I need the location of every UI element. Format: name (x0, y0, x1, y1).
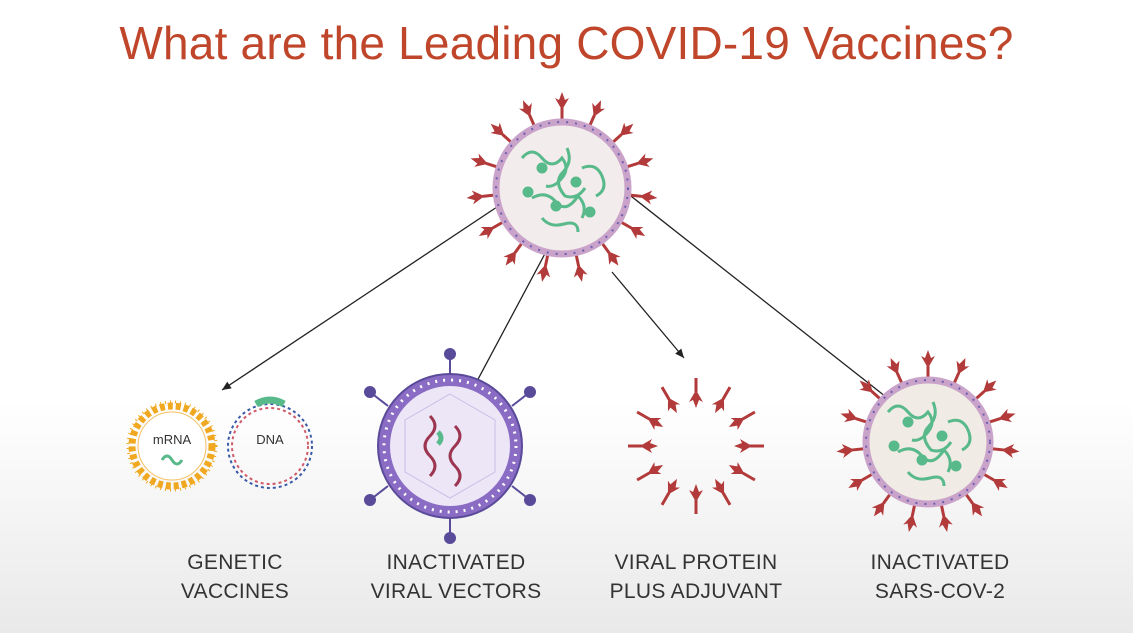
mrna-label: mRNA (153, 432, 192, 447)
spike-protein-ring-icon (626, 376, 766, 516)
caption-line: INACTIVATED (386, 551, 526, 574)
caption-inactivated-viral-vectors: INACTIVATED VIRAL VECTORS (336, 548, 576, 606)
caption-genetic-vaccines: GENETIC VACCINES (115, 548, 355, 606)
arrow-to-protein (611, 271, 685, 359)
inactivated-virus-icon (834, 348, 1022, 535)
coronavirus-icon (464, 90, 660, 285)
caption-line: VIRAL VECTORS (370, 580, 542, 603)
dna-label: DNA (256, 432, 284, 447)
caption-line: PLUS ADJUVANT (609, 580, 783, 603)
caption-line: GENETIC (187, 551, 283, 574)
arrow-to-genetic (221, 184, 531, 391)
arrow-to-inactivated (607, 177, 896, 405)
arrows (221, 177, 896, 429)
caption-line: VIRAL PROTEIN (614, 551, 778, 574)
dna-plasmid-icon: DNA (227, 396, 313, 489)
slide-title: What are the Leading COVID-19 Vaccines? (119, 17, 1014, 69)
caption-inactivated-sars-cov-2: INACTIVATED SARS-COV-2 (820, 548, 1060, 606)
caption-line: VACCINES (180, 580, 290, 603)
lipid-nanoparticle-icon: mRNA (126, 400, 218, 492)
caption-line: SARS-COV-2 (874, 580, 1006, 603)
caption-line: INACTIVATED (870, 551, 1010, 574)
viral-vector-icon (364, 348, 536, 544)
caption-viral-protein-plus-adjuvant: VIRAL PROTEIN PLUS ADJUVANT (576, 548, 816, 606)
